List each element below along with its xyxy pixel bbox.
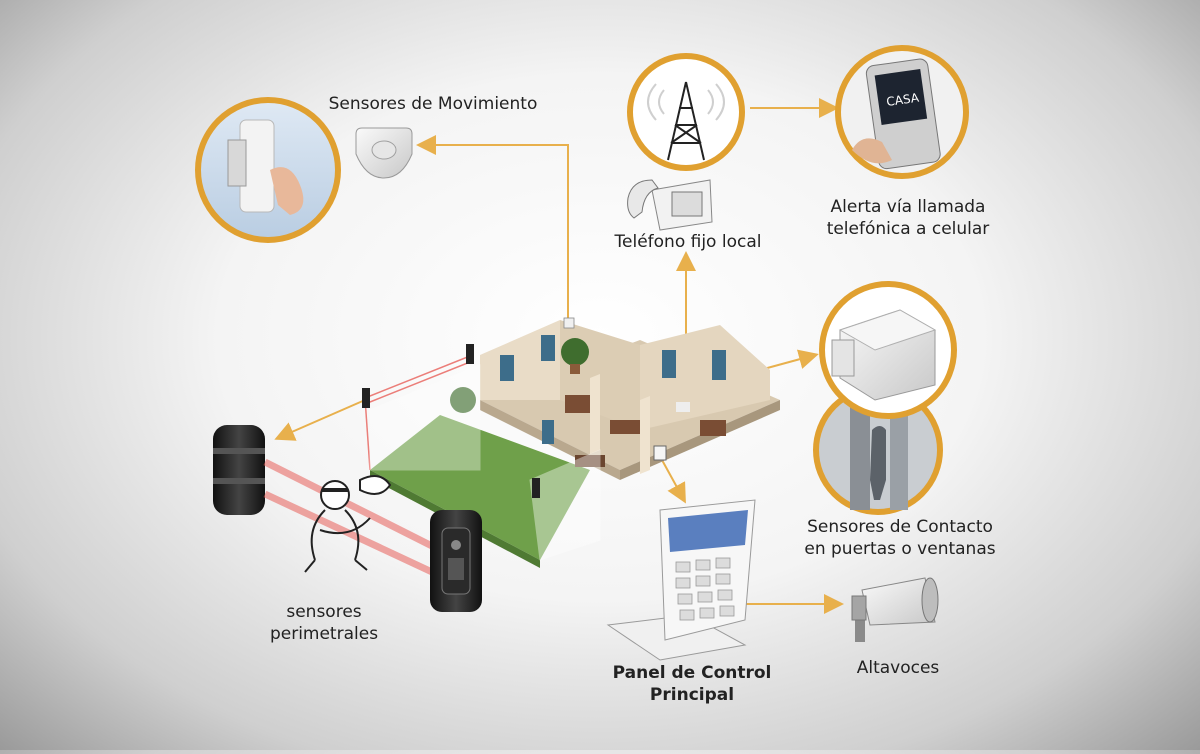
label-motion-sensors: Sensores de Movimiento: [328, 94, 538, 114]
label-panel-2: Principal: [649, 685, 735, 705]
label-local-phone: Teléfono fijo local: [614, 232, 762, 252]
phone-screen-text: CASA: [885, 90, 920, 109]
beam-sensor-icon-right: [430, 510, 482, 612]
desk-phone-icon: [627, 179, 713, 231]
label-perimeter-2: perimetrales: [269, 624, 379, 644]
motion-sensor-photo: [195, 97, 341, 243]
connector-perimeter-left: [274, 399, 366, 441]
contact-sensor-door-photo: [813, 385, 943, 515]
house-cutaway-icon: [362, 317, 780, 568]
label-perimeter-1: sensores: [286, 602, 362, 622]
laser-beams: [263, 458, 434, 576]
siren-speaker-icon: [851, 577, 939, 642]
label-cell-alert-2: telefónica a celular: [826, 219, 990, 239]
beam-sensor-icon-left: [213, 425, 265, 515]
contact-sensor-icon: [819, 281, 957, 419]
cell-phone-icon: CASA: [835, 45, 969, 179]
connector-contact: [759, 349, 819, 371]
motion-sensor-icon: [355, 127, 413, 179]
connector-motion: [416, 135, 569, 320]
label-speakers: Altavoces: [856, 658, 940, 678]
intruder-icon: [304, 475, 392, 573]
label-contact-1: Sensores de Contacto: [807, 517, 993, 537]
label-panel-1: Panel de Control: [612, 663, 772, 683]
keypad-icon: [606, 499, 756, 661]
connector-panel: [661, 459, 686, 504]
label-cell-alert-1: Alerta vía llamada: [830, 197, 986, 217]
label-contact-2: en puertas o ventanas: [804, 539, 996, 559]
radio-tower-icon: [627, 53, 745, 171]
